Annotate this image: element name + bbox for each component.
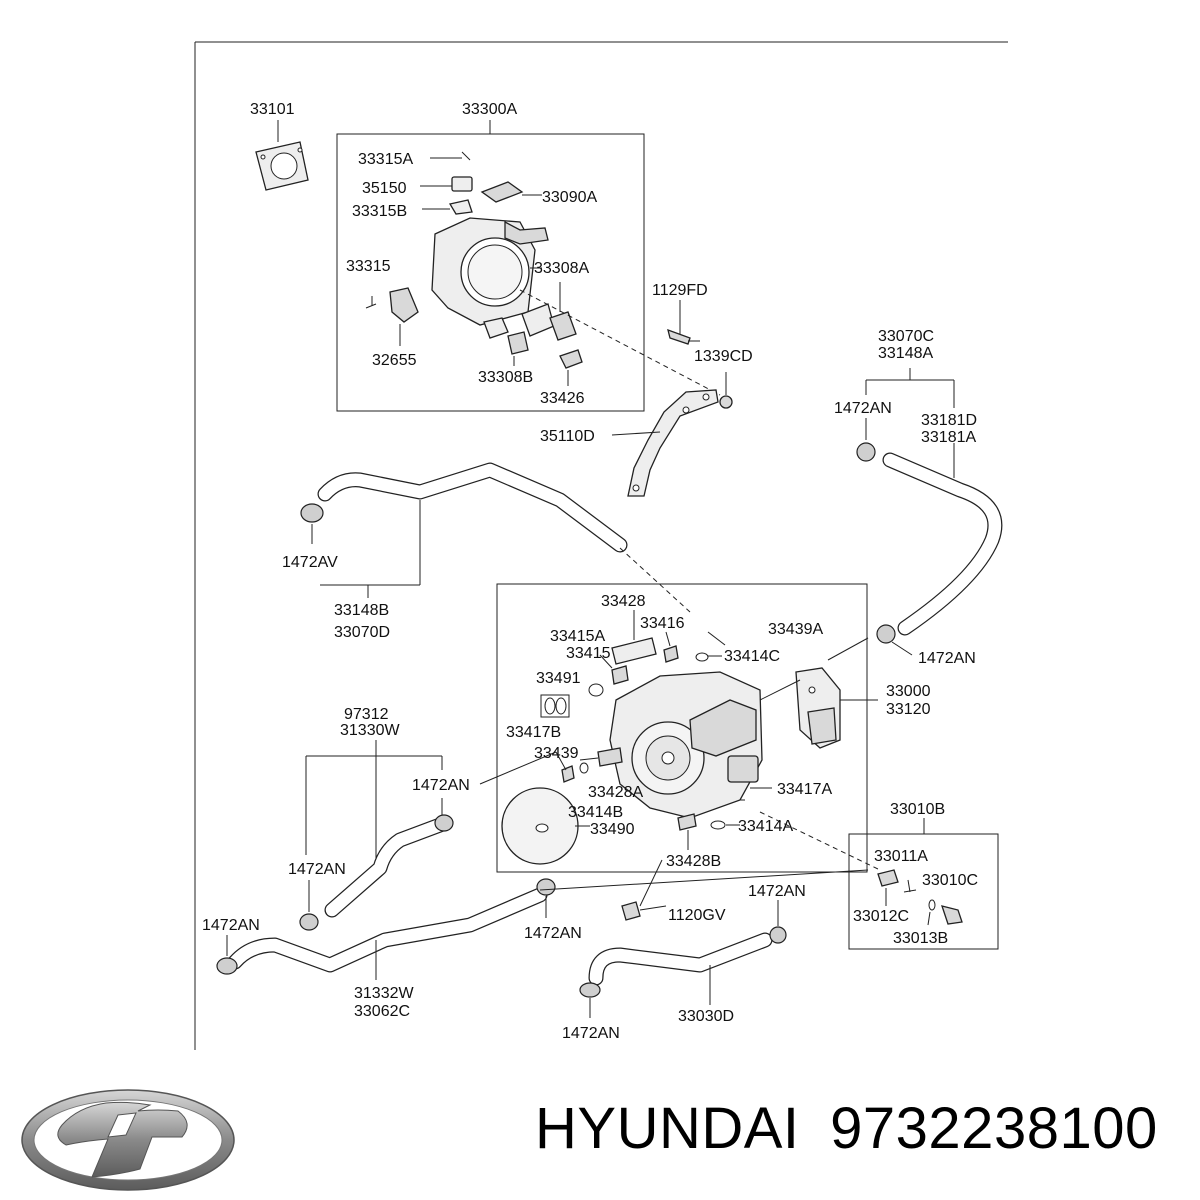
hose-33148B <box>300 462 691 613</box>
label-35110D: 35110D <box>540 428 595 445</box>
label-33491: 33491 <box>536 670 581 687</box>
label-1472AN-g: 1472AN <box>524 925 582 942</box>
label-33013B: 33013B <box>893 930 948 947</box>
sensor-33010B <box>877 869 963 926</box>
label-33181D: 33181D <box>921 412 977 429</box>
throttle-body <box>365 151 583 386</box>
label-33428B: 33428B <box>666 853 721 870</box>
label-33414B: 33414B <box>568 804 623 821</box>
label-97312: 97312 <box>344 706 389 723</box>
bracket-35110D <box>611 300 733 497</box>
label-33181A: 33181A <box>921 429 976 446</box>
label-1472AN-e: 1472AN <box>748 883 806 900</box>
label-33490: 33490 <box>590 821 635 838</box>
label-1129FD: 1129FD <box>652 282 708 299</box>
label-1472AN-f: 1472AN <box>202 917 260 934</box>
label-33090A: 33090A <box>542 189 597 206</box>
hyundai-logo-icon <box>21 1089 235 1191</box>
gasket-33101 <box>255 120 309 191</box>
label-33300A: 33300A <box>462 101 517 118</box>
label-33070D: 33070D <box>334 624 390 641</box>
label-1472AN-b: 1472AN <box>918 650 976 667</box>
label-33417A: 33417A <box>777 781 832 798</box>
label-33062C: 33062C <box>354 1003 410 1020</box>
label-33010B: 33010B <box>890 801 945 818</box>
parts-diagram: 33101 33300A 33315A 35150 33090A 33315B … <box>194 41 1008 1050</box>
label-32655: 32655 <box>372 352 417 369</box>
label-33012C: 33012C <box>853 908 909 925</box>
label-33414A: 33414A <box>738 818 793 835</box>
label-1472AN-c: 1472AN <box>412 777 470 794</box>
hose-33181 <box>856 368 1003 656</box>
label-1472AN-d: 1472AN <box>288 861 346 878</box>
label-33439: 33439 <box>534 745 579 762</box>
label-33148B: 33148B <box>334 602 389 619</box>
label-33315: 33315 <box>346 258 391 275</box>
hose-33030D <box>579 900 787 1018</box>
label-33010C: 33010C <box>922 872 978 889</box>
hose-31332W <box>216 869 869 980</box>
label-33415: 33415 <box>566 645 611 662</box>
label-33070C: 33070C <box>878 328 934 345</box>
label-1339CD: 1339CD <box>694 348 753 365</box>
brand-caption: HYUNDAI 9732238100 <box>535 1095 1195 1175</box>
label-33439A: 33439A <box>768 621 823 638</box>
label-31332W: 31332W <box>354 985 414 1002</box>
label-33308A: 33308A <box>534 260 589 277</box>
label-1472AN-h: 1472AN <box>562 1025 620 1042</box>
bolt-1120GV <box>621 859 667 921</box>
label-33308B: 33308B <box>478 369 533 386</box>
label-33414C: 33414C <box>724 648 780 665</box>
label-33428: 33428 <box>601 593 646 610</box>
label-33030D: 33030D <box>678 1008 734 1025</box>
label-33120: 33120 <box>886 701 931 718</box>
label-33426: 33426 <box>540 390 585 407</box>
vaporizer <box>479 610 881 871</box>
label-33011A: 33011A <box>874 848 928 865</box>
label-33148A: 33148A <box>878 345 933 362</box>
callout-labels: 33101 33300A 33315A 35150 33090A 33315B … <box>202 101 978 1042</box>
vaporizer-box <box>496 583 868 873</box>
label-33417B: 33417B <box>506 724 561 741</box>
label-33315B: 33315B <box>352 203 407 220</box>
label-33416: 33416 <box>640 615 685 632</box>
label-1120GV: 1120GV <box>668 907 726 924</box>
label-1472AN-a: 1472AN <box>834 400 892 417</box>
part-number: 9732238100 <box>830 1096 1158 1161</box>
brand-name: HYUNDAI <box>535 1096 800 1161</box>
label-31330W: 31330W <box>340 722 400 739</box>
label-33315A: 33315A <box>358 151 413 168</box>
label-35150: 35150 <box>362 180 407 197</box>
label-1472AV: 1472AV <box>282 554 338 571</box>
hose-31330W <box>299 755 454 931</box>
label-33415A: 33415A <box>550 628 605 645</box>
label-33000: 33000 <box>886 683 931 700</box>
label-33428A: 33428A <box>588 784 643 801</box>
label-33101: 33101 <box>250 101 295 118</box>
